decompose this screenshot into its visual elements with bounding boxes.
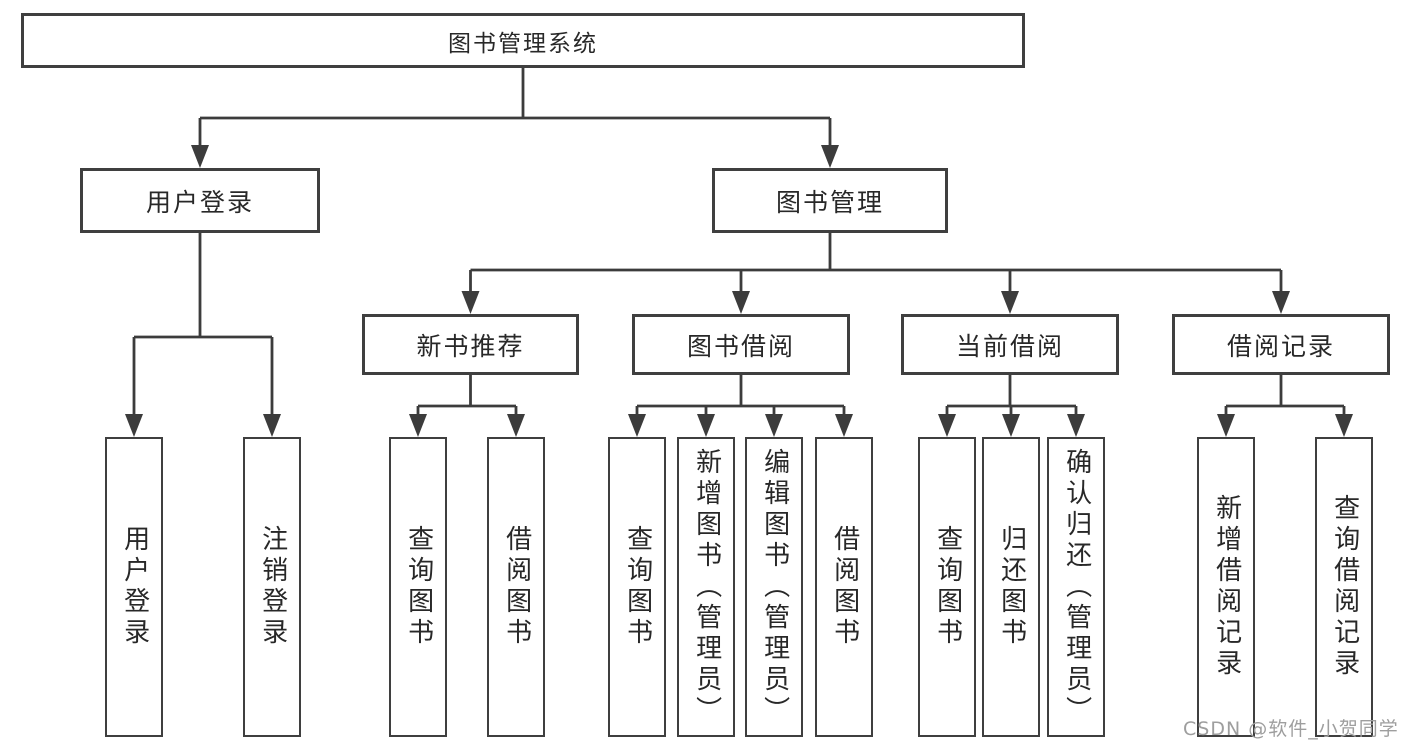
arrow-down-icon	[821, 145, 839, 168]
node-new-book-recommend: 新书推荐	[362, 314, 579, 375]
arrow-down-icon	[765, 414, 783, 437]
arrow-down-icon	[697, 414, 715, 437]
leaf-label: 查询图书	[932, 525, 963, 649]
arrow-down-icon	[732, 291, 750, 314]
arrow-down-icon	[1217, 414, 1235, 437]
arrow-down-icon	[1001, 291, 1019, 314]
arrow-down-icon	[1335, 414, 1353, 437]
arrow-down-icon	[628, 414, 646, 437]
leaf-label: 注销登录	[257, 525, 288, 649]
leaf-label: 归还图书	[996, 525, 1027, 649]
node-root: 图书管理系统	[21, 13, 1025, 68]
leaf-user-login: 用户登录	[105, 437, 163, 737]
arrow-down-icon	[409, 414, 427, 437]
arrow-down-icon	[835, 414, 853, 437]
leaf-return-books: 归还图书	[982, 437, 1040, 737]
watermark: CSDN @软件_小贺同学	[1183, 718, 1399, 740]
leaf-edit-books-admin: 编辑图书（管理员）	[745, 437, 803, 737]
arrow-down-icon	[1272, 291, 1290, 314]
arrow-down-icon	[461, 291, 480, 314]
leaf-label: 查询图书	[403, 525, 434, 649]
arrow-down-icon	[191, 145, 209, 168]
arrow-down-icon	[938, 414, 956, 437]
node-book-borrow: 图书借阅	[632, 314, 850, 375]
leaf-confirm-return-admin: 确认归还（管理员）	[1047, 437, 1105, 737]
leaf-label: 编辑图书（管理员）	[759, 447, 790, 727]
arrow-down-icon	[263, 414, 281, 437]
node-current-borrow: 当前借阅	[901, 314, 1119, 375]
arrow-down-icon	[1002, 414, 1020, 437]
leaf-label: 用户登录	[119, 525, 150, 649]
leaf-label: 查询图书	[622, 525, 653, 649]
node-borrow-records: 借阅记录	[1172, 314, 1390, 375]
leaf-label: 借阅图书	[501, 525, 532, 649]
leaf-borrow-books: 借阅图书	[815, 437, 873, 737]
arrow-down-icon	[507, 414, 525, 437]
leaf-label: 借阅图书	[829, 525, 860, 649]
leaf-query-books-current: 查询图书	[918, 437, 976, 737]
arrow-down-icon	[1067, 414, 1085, 437]
node-user-login: 用户登录	[80, 168, 320, 233]
leaf-add-books-admin: 新增图书（管理员）	[677, 437, 735, 737]
leaf-query-books-recommend: 查询图书	[389, 437, 447, 737]
leaf-label: 新增图书（管理员）	[691, 447, 722, 727]
leaf-label: 新增借阅记录	[1211, 494, 1242, 680]
leaf-label: 查询借阅记录	[1329, 494, 1360, 680]
leaf-query-borrow-record: 查询借阅记录	[1315, 437, 1373, 737]
arrowhead-icons	[125, 145, 1353, 437]
leaf-borrow-books-recommend: 借阅图书	[487, 437, 545, 737]
leaf-add-borrow-record: 新增借阅记录	[1197, 437, 1255, 737]
leaf-label: 确认归还（管理员）	[1061, 447, 1092, 727]
leaf-query-books-borrow: 查询图书	[608, 437, 666, 737]
arrow-down-icon	[125, 414, 143, 437]
leaf-logout-login: 注销登录	[243, 437, 301, 737]
node-book-management: 图书管理	[712, 168, 948, 233]
